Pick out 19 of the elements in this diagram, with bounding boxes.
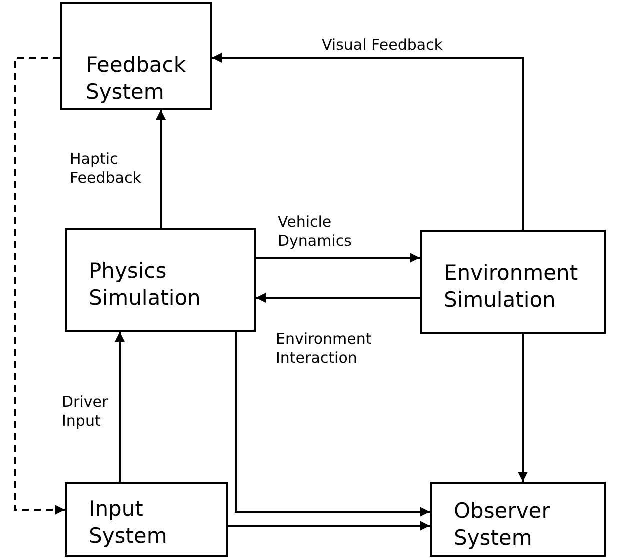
- process-box: [60, 2, 212, 110]
- arrow: [518, 334, 528, 482]
- arrow: [256, 293, 420, 303]
- process-box: [65, 482, 228, 557]
- arrow: [228, 521, 430, 531]
- arrow: [14, 57, 65, 515]
- box-label: Environment Simulation: [444, 260, 580, 314]
- arrow: [235, 332, 430, 517]
- arrow: [256, 253, 420, 263]
- process-box: [420, 230, 606, 334]
- box-label: Physics Simulation: [89, 258, 202, 312]
- arrow: [115, 332, 125, 482]
- process-box: [430, 482, 606, 557]
- process-box: [65, 228, 256, 332]
- box-label: Feedback System: [86, 52, 188, 106]
- arrow: [212, 53, 524, 230]
- box-label: Observer System: [454, 498, 552, 552]
- arrow: [156, 110, 166, 228]
- box-label: Input System: [89, 496, 168, 550]
